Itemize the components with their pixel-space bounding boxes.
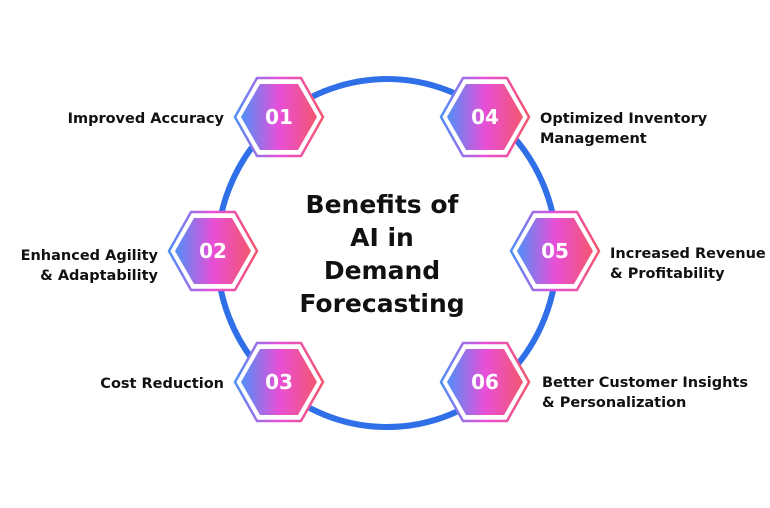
hexagon-fill [241, 349, 317, 415]
label-05: Increased Revenue & Profitability [610, 244, 766, 284]
label-03: Cost Reduction [100, 374, 224, 394]
hexagon-number: 02 [199, 239, 227, 263]
hexagon-fill [447, 84, 523, 150]
hexagon-fill [241, 84, 317, 150]
hexagon-number: 06 [471, 370, 499, 394]
hexagon-04: 04 [439, 76, 531, 158]
label-line: Optimized Inventory [540, 111, 708, 127]
hexagon-06: 06 [439, 341, 531, 423]
diagram-title: Benefits of AI in Demand Forecasting [287, 188, 477, 320]
label-line: & Personalization [542, 395, 687, 411]
label-line: Improved Accuracy [67, 111, 224, 127]
hexagon-fill [517, 218, 593, 284]
label-line: Enhanced Agility [20, 248, 158, 264]
label-line: Increased Revenue [610, 246, 766, 262]
label-line: Better Customer Insights [542, 375, 748, 391]
hexagon-fill [447, 349, 523, 415]
label-01: Improved Accuracy [68, 109, 224, 129]
title-line: Benefits of [305, 190, 459, 219]
label-line: & Profitability [610, 266, 725, 282]
label-02: Enhanced Agility & Adaptability [21, 246, 158, 286]
hexagon-fill [175, 218, 251, 284]
hexagon-number: 01 [265, 105, 293, 129]
label-06: Better Customer Insights & Personalizati… [542, 373, 748, 413]
hexagon-number: 04 [471, 105, 499, 129]
label-04: Optimized Inventory Management [540, 109, 707, 149]
title-line: Demand [323, 256, 441, 285]
hexagon-number: 05 [541, 239, 569, 263]
label-line: Management [540, 131, 647, 147]
hexagon-01: 01 [233, 76, 325, 158]
label-line: & Adaptability [40, 268, 158, 284]
hexagon-03: 03 [233, 341, 325, 423]
title-line: AI in [350, 223, 414, 252]
hexagon-02: 02 [167, 210, 259, 292]
title-line: Forecasting [299, 289, 465, 318]
hexagon-05: 05 [509, 210, 601, 292]
label-line: Cost Reduction [100, 376, 224, 392]
hexagon-number: 03 [265, 370, 293, 394]
